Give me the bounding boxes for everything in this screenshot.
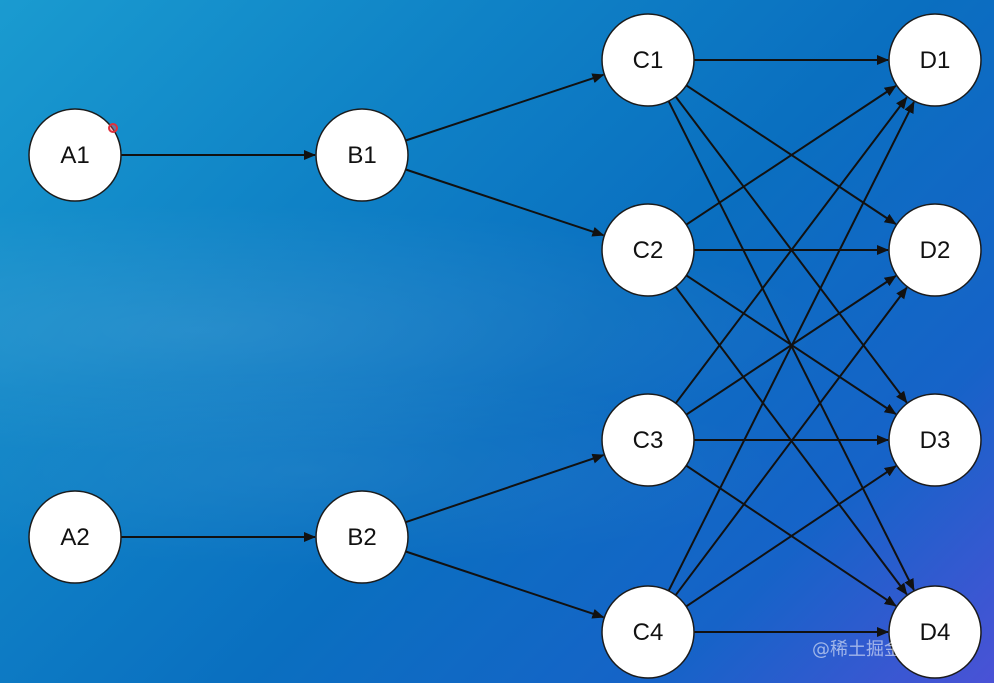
edge-b1-c1	[405, 73, 605, 142]
edge-c2-d1	[685, 85, 897, 226]
node-label: C4	[633, 619, 664, 646]
edges-layer	[121, 55, 915, 637]
node-label: B1	[347, 142, 376, 169]
edge-c3-d1	[674, 96, 908, 404]
node-label: B2	[347, 524, 376, 551]
node-b2: B2	[315, 490, 409, 584]
node-circle	[28, 490, 122, 584]
node-circle	[888, 585, 982, 679]
cursor-marker	[108, 123, 118, 133]
node-label: C1	[633, 47, 664, 74]
edge-b1-c2	[405, 168, 605, 237]
node-d3: D3	[888, 393, 982, 487]
node-circle	[601, 203, 695, 297]
node-circle	[315, 108, 409, 202]
node-c2: C2	[601, 203, 695, 297]
node-d2: D2	[888, 203, 982, 297]
node-label: A2	[60, 524, 89, 551]
watermark: @稀土掘金技术社区	[812, 639, 974, 660]
node-circle	[601, 13, 695, 107]
edge-c4-d3	[685, 465, 897, 608]
node-c4: C4	[601, 585, 695, 679]
node-d4: D4	[888, 585, 982, 679]
node-c3: C3	[601, 393, 695, 487]
node-circle	[888, 203, 982, 297]
node-circle	[888, 393, 982, 487]
node-label: C3	[633, 427, 664, 454]
node-c1: C1	[601, 13, 695, 107]
node-d1: D1	[888, 13, 982, 107]
node-label: D3	[920, 427, 951, 454]
node-a1: A1	[28, 108, 122, 202]
node-circle	[315, 490, 409, 584]
edge-c4-d1	[667, 101, 915, 592]
node-circle	[601, 585, 695, 679]
node-label: C2	[633, 237, 664, 264]
edge-b2-c4	[405, 550, 605, 619]
node-circle	[888, 13, 982, 107]
node-label: A1	[60, 142, 89, 169]
node-a2: A2	[28, 490, 122, 584]
edge-b2-c3	[405, 453, 605, 524]
node-label: D4	[920, 619, 951, 646]
node-label: D2	[920, 237, 951, 264]
node-circle	[601, 393, 695, 487]
node-label: D1	[920, 47, 951, 74]
edge-c4-d2	[674, 286, 908, 596]
node-b1: B1	[315, 108, 409, 202]
node-circle	[28, 108, 122, 202]
